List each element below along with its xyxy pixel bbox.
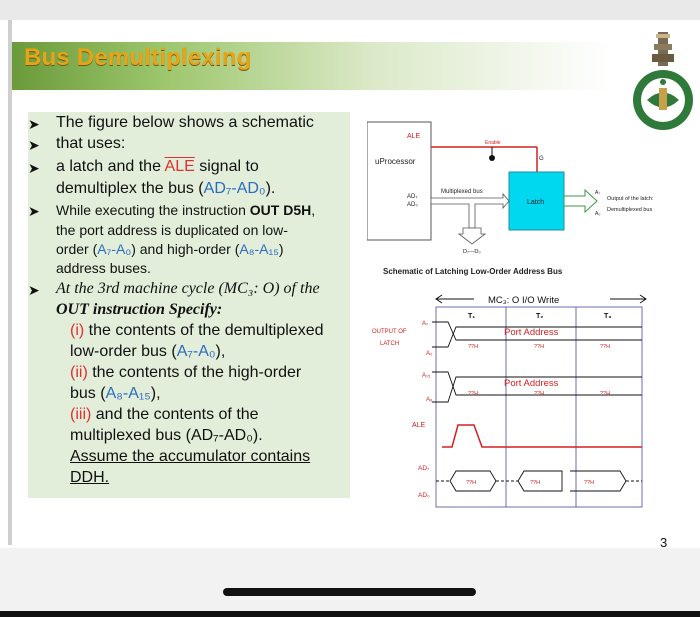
demux-bus-label: Demultiplexed bus: [607, 207, 652, 213]
university-logo: [633, 32, 693, 130]
high-port-address: Port Address: [504, 378, 559, 389]
a7-label: A₇: [595, 190, 600, 196]
low-bus-top: [432, 321, 642, 341]
page-number: 3: [660, 535, 668, 550]
ale-label: ALE: [407, 133, 421, 140]
tm-a0-label: A₀: [426, 351, 433, 357]
ad-seg2: [517, 470, 563, 492]
low-qq-t3: ??H: [600, 344, 610, 350]
low-qq-t2: ??H: [534, 344, 544, 350]
top-status-bar: [0, 0, 700, 20]
tm-a7-label: A₇: [422, 321, 428, 327]
arrow-bullet-icon: ➤: [28, 203, 40, 219]
t3-label: T₃: [604, 313, 612, 320]
timing-diagram: MC₃: O I/O Write T₁ T₂ T₃ OUTPUT OF LATC…: [372, 294, 647, 508]
mux-bus-arrow: [430, 192, 510, 229]
a0-label: A₀: [595, 211, 600, 217]
tm-ad7-label: AD₇: [418, 465, 429, 472]
ad-qq-2: ??H: [530, 480, 540, 486]
question-textbox: ➤ The figure below shows a schematic ➤ t…: [28, 112, 350, 498]
ad7-label: AD₇: [407, 194, 417, 200]
output-latch-label: Output of the latch:: [607, 196, 654, 202]
data-bus-arrow: [457, 227, 487, 245]
high-qq-t3: ??H: [600, 391, 610, 397]
t2-label: T₂: [536, 313, 543, 320]
ad-qq-1: ??H: [466, 480, 476, 486]
slide: Bus Demultiplexing ➤ The figure below sh…: [8, 20, 696, 550]
output-of-label: OUTPUT OF: [372, 329, 407, 335]
bottom-area: [0, 548, 700, 617]
slide-title: Bus Demultiplexing: [24, 44, 252, 71]
low-port-address: Port Address: [504, 327, 559, 338]
arrow-bullet-icon: ➤: [28, 282, 40, 298]
ad-qq-3: ??H: [584, 480, 594, 486]
arrow-bullet-icon: ➤: [28, 160, 40, 176]
tm-a15-label: A₁₅: [422, 373, 431, 379]
schematic-caption: Schematic of Latching Low-Order Address …: [383, 267, 563, 276]
tm-ad0-label: AD₀: [418, 492, 430, 499]
tm-ale-label: ALE: [412, 422, 426, 429]
low-qq-t1: ??H: [468, 344, 478, 350]
latch-label: Latch: [527, 199, 544, 206]
mux-bus-label: Multiplexed bus: [441, 189, 483, 195]
high-bus-top: [432, 371, 642, 396]
microprocessor-box: [367, 121, 432, 241]
t1-label: T₁: [468, 313, 475, 320]
latch-row-label: LATCH: [380, 341, 399, 347]
low-bus-bot: [432, 326, 642, 348]
arrow-bullet-icon: ➤: [28, 116, 40, 132]
ad0-label: AD₀: [407, 202, 418, 208]
d-bus-label: D₇—D₀: [463, 249, 481, 255]
high-qq-t2: ??H: [534, 391, 544, 397]
demux-bus-arrow: [563, 188, 598, 214]
cycle-label: MC₃: O I/O Write: [488, 295, 559, 306]
g-label: G: [539, 156, 544, 162]
high-qq-t1: ??H: [468, 391, 478, 397]
title-bar: [12, 42, 612, 90]
arrow-bullet-icon: ➤: [28, 137, 40, 153]
bottom-edge: [0, 611, 700, 617]
high-bus-bot: [432, 376, 642, 403]
ad-seg3: [570, 470, 627, 492]
timing-frame: [435, 306, 643, 508]
enable-label: Enable: [485, 140, 501, 146]
home-indicator[interactable]: [223, 588, 476, 596]
cpu-label: uProcessor: [375, 157, 416, 166]
latch-schematic: ALE uProcessor AD₇ AD₀ Enable G Latch Mu…: [367, 121, 654, 276]
ale-pulse: [442, 424, 642, 448]
tm-a8-label: A₈: [426, 397, 433, 403]
